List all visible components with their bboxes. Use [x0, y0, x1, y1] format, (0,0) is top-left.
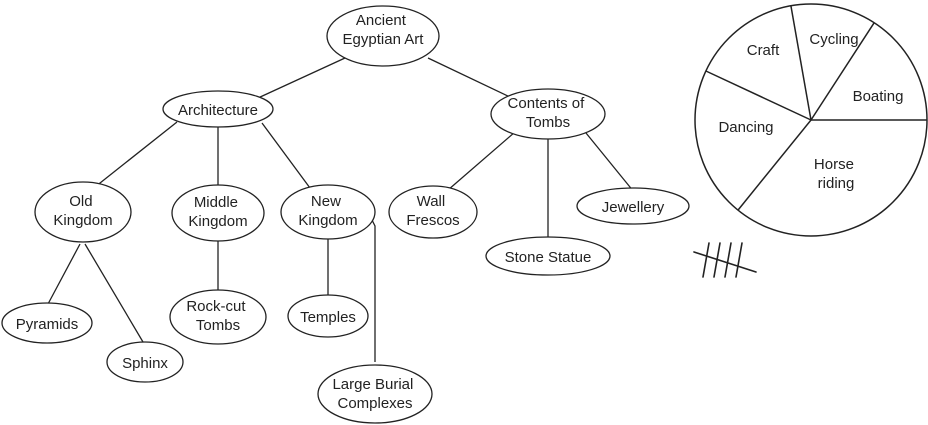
pie-divider-0 — [790, 5, 812, 121]
node-ellipse — [162, 90, 274, 128]
node-label: Middle Kingdom — [188, 194, 247, 230]
pie-divider-1 — [810, 22, 875, 121]
node-ellipse — [34, 181, 132, 243]
node-label: Contents of Tombs — [508, 95, 589, 131]
node-ellipse — [490, 88, 606, 140]
pie-label-craft: Craft — [747, 42, 780, 59]
tree-node-pyramids: Pyramids — [1, 302, 93, 344]
tree-node-new-kingdom: New Kingdom — [280, 184, 376, 240]
tree-edges — [47, 57, 635, 362]
node-label: Sphinx — [122, 355, 168, 372]
tree-node-root: Ancient Egyptian Art — [326, 5, 440, 67]
pie-divider-3 — [737, 119, 812, 211]
node-ellipse — [388, 185, 478, 239]
tally-stroke-2 — [724, 242, 732, 278]
tally-strike — [693, 251, 757, 273]
node-label: Old Kingdom — [53, 193, 112, 229]
tally-stroke-0 — [702, 242, 710, 278]
node-label: Architecture — [178, 102, 258, 119]
pie-divider-4 — [705, 70, 812, 121]
node-label: Rock-cut Tombs — [186, 298, 249, 334]
tree-node-contents-of-tombs: Contents of Tombs — [490, 88, 606, 140]
tree-node-jewellery: Jewellery — [576, 187, 690, 225]
edge-architecture-new — [261, 122, 311, 189]
tree-node-middle-kingdom: Middle Kingdom — [171, 184, 265, 242]
node-label: Ancient Egyptian Art — [343, 12, 425, 48]
node-label: Temples — [300, 309, 356, 326]
node-label: Jewellery — [602, 199, 665, 216]
node-label: New Kingdom — [298, 193, 357, 229]
tree-node-stone-statue: Stone Statue — [485, 236, 611, 276]
node-label: Stone Statue — [505, 249, 592, 266]
edge-architecture-old — [94, 121, 178, 188]
edge-old-sphinx — [84, 243, 144, 343]
node-ellipse — [106, 341, 184, 383]
node-label: Wall Frescos — [406, 193, 459, 229]
node-ellipse — [287, 294, 369, 338]
tally-marks — [693, 242, 757, 278]
node-ellipse — [1, 302, 93, 344]
edge-contents-wall — [447, 131, 516, 191]
node-ellipse — [171, 184, 265, 242]
edge-contents-jewellery — [585, 132, 635, 193]
tally-stroke-3 — [735, 242, 743, 278]
node-ellipse — [485, 236, 611, 276]
node-ellipse — [317, 364, 433, 424]
pie-label-boating: Boating — [853, 88, 904, 105]
pie-label-cycling: Cycling — [809, 31, 858, 48]
node-label: Pyramids — [16, 316, 79, 333]
edge-root-architecture — [257, 57, 346, 99]
edge-root-contents — [427, 57, 513, 99]
node-ellipse — [280, 184, 376, 240]
tree-node-architecture: Architecture — [162, 90, 274, 128]
tree-node-old-kingdom: Old Kingdom — [34, 181, 132, 243]
pie-chart: Craft Cycling Boating Horse riding Danci… — [694, 3, 928, 237]
tree-node-sphinx: Sphinx — [106, 341, 184, 383]
pie-label-dancing: Dancing — [718, 119, 773, 136]
pie-label-horse-riding: Horse riding — [814, 156, 858, 192]
tree-node-rock-cut-tombs: Rock-cut Tombs — [169, 289, 267, 345]
tree-node-large-burial-complexes: Large Burial Complexes — [317, 364, 433, 424]
tree-node-wall-frescos: Wall Frescos — [388, 185, 478, 239]
node-ellipse — [576, 187, 690, 225]
edge-old-pyramids — [47, 243, 81, 305]
node-label: Large Burial Complexes — [332, 376, 417, 412]
edge-new-burial — [370, 217, 376, 362]
tree-node-temples: Temples — [287, 294, 369, 338]
pie-dividers — [705, 5, 927, 211]
node-ellipse — [169, 289, 267, 345]
node-ellipse — [326, 5, 440, 67]
